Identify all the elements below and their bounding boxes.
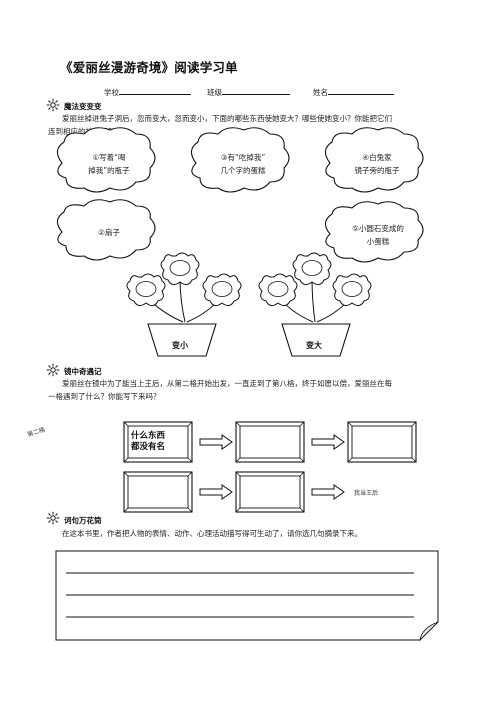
school-blank[interactable] [119, 86, 191, 95]
cloud-5-line1: ⑤小圆石变成的 [352, 224, 404, 233]
school-label: 学校 [104, 88, 119, 97]
cloud-3[interactable] [190, 127, 290, 193]
cloud-5-text: ⑤小圆石变成的 小蛋糕 [330, 222, 426, 248]
end-note: 我当王后 [354, 490, 379, 497]
cloud-1-text: ①写着“喝 掉我”的瓶子 [66, 151, 152, 177]
cloud-5-line2: 小蛋糕 [366, 237, 390, 246]
cloud-3-text: ③有“吃掉我” 几个字的蛋糕 [198, 151, 288, 177]
cloud-3-line1: ③有“吃掉我” [220, 153, 266, 162]
section1-instructions-line1: 爱丽丝掉进兔子洞后，忽而变大，忽而变小，下面的哪些东西使她变大？哪些使她变小？你… [62, 114, 392, 123]
frame-1-line2: 都没有名 [131, 442, 166, 452]
name-blank[interactable] [328, 86, 394, 95]
section1-heading: 魔法变变变 [64, 102, 102, 111]
cloud-4-line1: ④白兔家 [362, 153, 392, 162]
cloud-2-line1: ②扇子 [98, 228, 120, 237]
school-field: 学校 [104, 86, 191, 98]
grow-pot[interactable] [281, 323, 351, 357]
class-label: 班级 [207, 88, 222, 97]
sun-icon [46, 98, 60, 112]
name-field: 姓名 [313, 86, 394, 98]
shrink-pot[interactable] [147, 323, 217, 357]
section3-instructions: 在这本书里，作者把人物的表情、动作、心理活动描写得可生动了，请你选几句摘录下来。 [62, 529, 362, 538]
frame-1-text: 什么东西 都没有名 [131, 431, 165, 453]
frame-1-line1: 什么东西 [131, 431, 166, 441]
shrink-pot-label: 变小 [172, 341, 188, 350]
sun-icon [46, 363, 60, 377]
page-title: 《爱丽丝漫游奇境》阅读学习单 [60, 60, 238, 75]
section2-instructions-line2: 一格遇到了什么？你能写下来吗？ [48, 392, 161, 401]
cloud-2-text: ②扇子 [66, 226, 152, 239]
cloud-1-line1: ①写着“喝 [92, 153, 126, 162]
cloud-2[interactable] [56, 199, 156, 261]
name-label: 姓名 [313, 88, 328, 97]
sun-icon [46, 511, 60, 525]
cloud-5[interactable] [324, 201, 424, 263]
section1-instructions-line2: 连到相应的地方吗？ [48, 127, 116, 136]
class-blank[interactable] [222, 86, 290, 95]
cloud-1[interactable] [56, 127, 156, 193]
cloud-4-line2: 镜子旁的瓶子 [354, 166, 400, 175]
section3-heading: 词句万花筒 [64, 516, 102, 525]
cloud-1-line2: 掉我”的瓶子 [88, 166, 130, 175]
section2-heading: 镜中奇遇记 [64, 367, 102, 376]
cloud-4[interactable] [324, 127, 424, 193]
cloud-4-text: ④白兔家 镜子旁的瓶子 [332, 151, 422, 177]
grow-pot-label: 变大 [306, 341, 322, 350]
page-curl-icon [419, 621, 439, 642]
class-field: 班级 [207, 86, 290, 98]
cloud-3-line2: 几个字的蛋糕 [220, 166, 266, 175]
section2-instructions-line1: 爱丽丝在镜中为了能当上王后，从第二格开始出发，一直走到了第八格，终于如愿以偿，爱… [62, 379, 392, 388]
